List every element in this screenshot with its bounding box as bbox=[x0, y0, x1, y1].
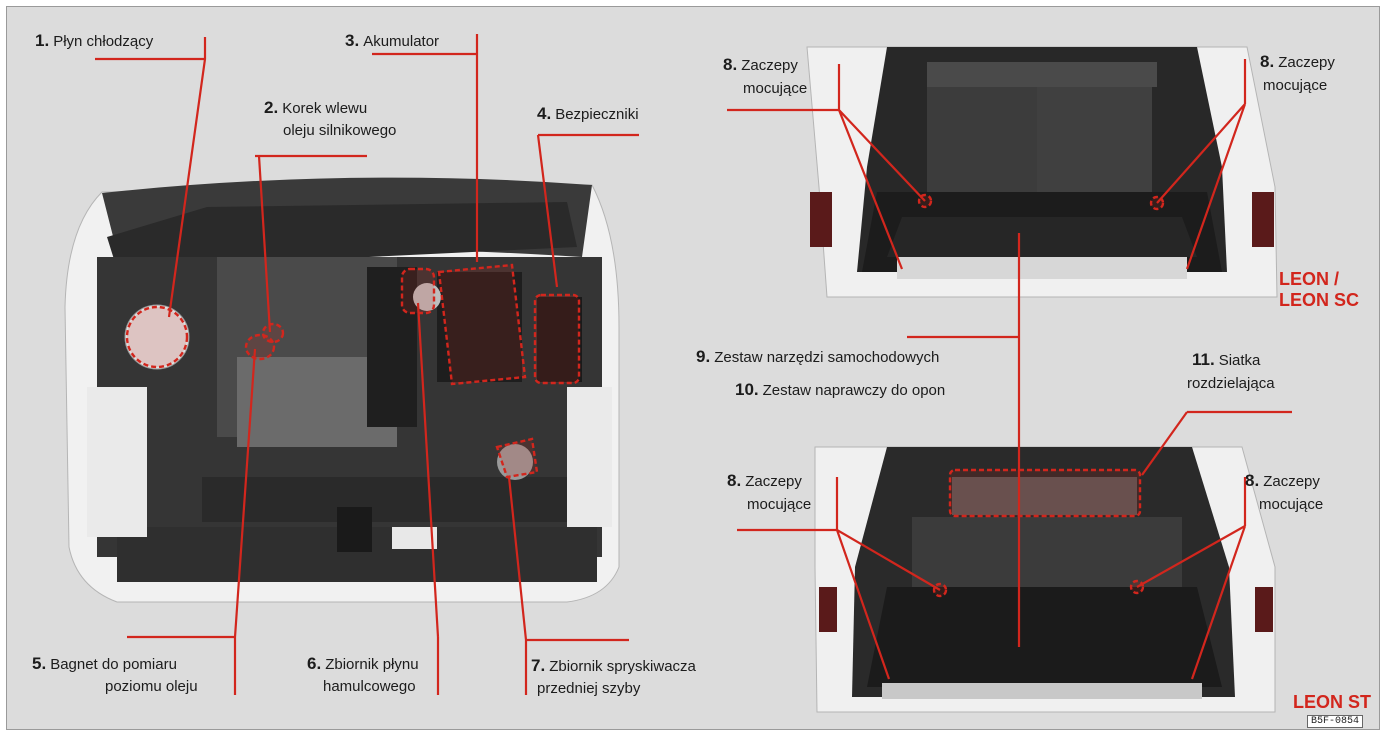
callout-number: 6. bbox=[307, 654, 322, 673]
callout-text: mocujące bbox=[1259, 496, 1324, 513]
callout-8-top-right-line2: mocujące bbox=[1263, 76, 1327, 95]
callout-6-line2: hamulcowego bbox=[323, 677, 416, 696]
model-line-2: LEON SC bbox=[1279, 290, 1360, 310]
callout-text: przedniej szyby bbox=[537, 680, 641, 697]
callout-text: Zestaw naprawczy do opon bbox=[762, 382, 946, 399]
callout-number: 2. bbox=[264, 98, 279, 117]
callout-text: hamulcowego bbox=[323, 678, 416, 695]
callout-2-line2: oleju silnikowego bbox=[283, 121, 396, 140]
callout-text: Zaczepy bbox=[1263, 473, 1320, 490]
callout-text: mocujące bbox=[747, 496, 812, 513]
callout-8-bottom-left: 8.Zaczepy bbox=[727, 471, 802, 491]
model-line-1: LEON / bbox=[1279, 269, 1340, 289]
callout-number: 10. bbox=[735, 380, 759, 399]
callout-number: 3. bbox=[345, 31, 360, 50]
callout-text: Bagnet do pomiaru bbox=[50, 656, 177, 673]
washer-fluid-zone bbox=[495, 437, 539, 479]
model-label-leon: LEON /LEON SC bbox=[1279, 269, 1359, 311]
callout-text: Zbiornik płynu bbox=[325, 656, 419, 673]
callout-text: Siatka bbox=[1218, 352, 1261, 369]
model-label-leon-st: LEON ST bbox=[1293, 692, 1372, 712]
callout-5: 5.Bagnet do pomiaru bbox=[32, 654, 177, 674]
callout-text: Zaczepy bbox=[741, 57, 798, 74]
callout-2: 2.Korek wlewu bbox=[264, 98, 367, 118]
callout-number: 8. bbox=[723, 55, 738, 74]
callout-3: 3.Akumulator bbox=[345, 31, 439, 51]
callout-number: 7. bbox=[531, 656, 546, 675]
oil-cap-zone-2 bbox=[261, 322, 285, 344]
hook-zone bbox=[917, 193, 933, 209]
trunk-leon-image bbox=[806, 46, 1278, 298]
callout-text: Zaczepy bbox=[1278, 54, 1335, 71]
callout-text: poziomu oleju bbox=[105, 678, 198, 695]
callout-11: 11.Siatka bbox=[1192, 350, 1260, 370]
callout-number: 4. bbox=[537, 104, 552, 123]
callout-text: mocujące bbox=[1263, 77, 1328, 94]
callout-8-top-left: 8.Zaczepy bbox=[723, 55, 798, 75]
callout-text: Zaczepy bbox=[745, 473, 802, 490]
coolant-zone bbox=[125, 305, 189, 369]
engine-bay-image bbox=[64, 177, 620, 603]
partition-net-zone bbox=[948, 468, 1142, 518]
callout-8-top-left-line2: mocujące bbox=[743, 79, 807, 98]
callout-text: rozdzielająca bbox=[1187, 375, 1275, 392]
callout-9: 9.Zestaw narzędzi samochodowych bbox=[696, 347, 939, 367]
reference-code: B5F-0854 bbox=[1307, 715, 1364, 728]
callout-7-line2: przedniej szyby bbox=[537, 679, 640, 698]
callout-8-bottom-left-line2: mocujące bbox=[747, 495, 811, 514]
callout-number: 11. bbox=[1192, 350, 1215, 369]
callout-number: 1. bbox=[35, 31, 50, 50]
callout-1: 1.Płyn chłodzący bbox=[35, 31, 153, 51]
callout-11-line2: rozdzielająca bbox=[1187, 374, 1275, 393]
callout-10: 10.Zestaw naprawczy do opon bbox=[735, 380, 945, 400]
trunk-leon-st-image bbox=[814, 446, 1276, 713]
callout-number: 9. bbox=[696, 347, 711, 366]
fuse-zone bbox=[533, 293, 581, 385]
callout-number: 8. bbox=[1245, 471, 1260, 490]
illustration bbox=[64, 34, 1292, 713]
callout-number: 5. bbox=[32, 654, 47, 673]
callout-text: Zestaw narzędzi samochodowych bbox=[714, 349, 940, 366]
callout-8-top-right: 8.Zaczepy bbox=[1260, 52, 1335, 72]
callout-text: Zbiornik spryskiwacza bbox=[549, 658, 696, 675]
brake-fluid-zone bbox=[400, 267, 436, 315]
callout-4: 4.Bezpieczniki bbox=[537, 104, 639, 124]
callout-8-bottom-right-line2: mocujące bbox=[1259, 495, 1323, 514]
callout-number: 8. bbox=[727, 471, 742, 490]
diagram-canvas: 1.Płyn chłodzący 2.Korek wlewu oleju sil… bbox=[6, 6, 1380, 730]
callout-number: 8. bbox=[1260, 52, 1275, 71]
callout-text: Akumulator bbox=[363, 33, 440, 50]
battery-zone bbox=[437, 263, 527, 386]
hook-zone bbox=[1129, 579, 1145, 595]
callout-5-line2: poziomu oleju bbox=[105, 677, 198, 696]
callout-text: oleju silnikowego bbox=[283, 122, 397, 139]
hook-zone bbox=[1149, 195, 1165, 211]
callout-6: 6.Zbiornik płynu bbox=[307, 654, 419, 674]
callout-7: 7.Zbiornik spryskiwacza bbox=[531, 656, 696, 676]
callout-8-bottom-right: 8.Zaczepy bbox=[1245, 471, 1320, 491]
callout-text: Korek wlewu bbox=[282, 100, 368, 117]
callout-text: Bezpieczniki bbox=[555, 106, 639, 123]
hook-zone bbox=[932, 582, 948, 598]
callout-text: mocujące bbox=[743, 80, 808, 97]
highlight-zones bbox=[125, 193, 1165, 598]
callout-text: Płyn chłodzący bbox=[53, 33, 154, 50]
callout-lines bbox=[95, 34, 1292, 695]
